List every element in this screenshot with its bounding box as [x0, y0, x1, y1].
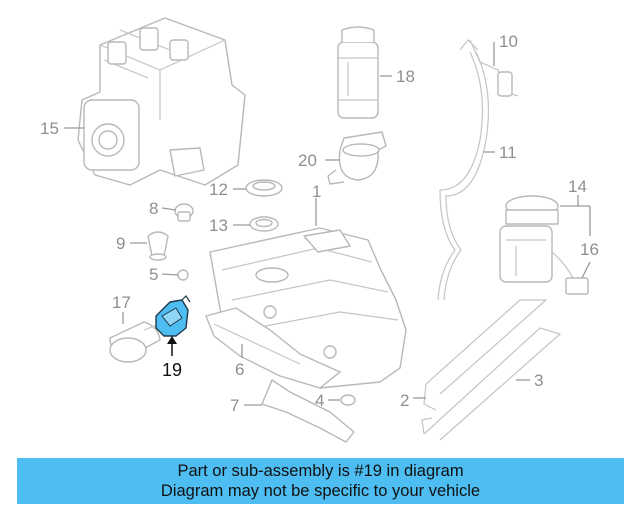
part-6-heat-shield [205, 307, 341, 389]
part-16-connector [551, 251, 589, 295]
callout-14: 14 [568, 177, 587, 196]
part-5-plug [177, 269, 189, 281]
callout-17: 17 [112, 293, 131, 312]
callout-3: 3 [534, 371, 543, 390]
callout-7: 7 [230, 396, 239, 415]
callout-2: 2 [400, 391, 409, 410]
part-9-cap [147, 231, 169, 261]
part-19-highlighted[interactable] [155, 295, 191, 337]
part-20-filter-bracket [327, 131, 387, 185]
part-17-filter [109, 321, 161, 363]
callout-19: 19 [162, 360, 182, 380]
banner-line-2: Diagram may not be specific to your vehi… [160, 482, 481, 500]
part-18-fuel-filter [337, 26, 379, 119]
part-2-3-tank-straps [421, 299, 562, 441]
callout-15: 15 [40, 119, 59, 138]
part-14-fuel-sender [499, 195, 559, 283]
callout-13: 13 [209, 216, 228, 235]
leader-lines [64, 42, 591, 406]
callout-5: 5 [149, 265, 158, 284]
callout-10: 10 [499, 32, 518, 51]
callout-18: 18 [396, 67, 415, 86]
part-13-seal [249, 216, 279, 232]
callout-6: 6 [235, 360, 244, 379]
info-banner: Part or sub-assembly is #19 in diagram D… [17, 458, 624, 504]
callout-11: 11 [499, 143, 517, 162]
part-12-lock-ring [245, 179, 283, 197]
part-4-nut [340, 394, 356, 406]
callout-4: 4 [315, 391, 324, 410]
callout-12: 12 [209, 180, 228, 199]
part-11-fuel-line [437, 51, 490, 301]
callout-labels: 1 2 3 4 5 6 7 8 9 10 11 12 13 14 15 16 1… [40, 32, 599, 415]
part-15-injection-pump [77, 17, 246, 186]
callout-1: 1 [312, 182, 321, 201]
callout-8: 8 [149, 199, 158, 218]
part-8-grommet [174, 203, 194, 222]
callout-9: 9 [116, 234, 125, 253]
callout-16: 16 [580, 240, 599, 259]
part-7-bracket [261, 379, 355, 443]
callout-20: 20 [298, 151, 317, 170]
banner-line-1: Part or sub-assembly is #19 in diagram [177, 462, 464, 480]
